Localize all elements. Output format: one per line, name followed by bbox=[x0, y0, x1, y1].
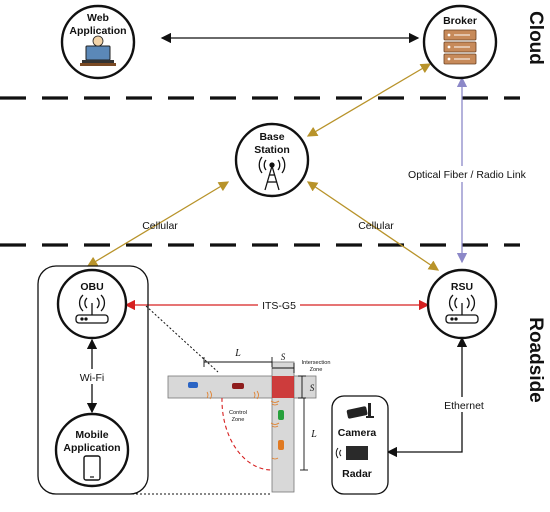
cellular-right-label: Cellular bbox=[358, 220, 394, 232]
phone-icon bbox=[83, 455, 101, 481]
link-basestation-rsu bbox=[306, 181, 440, 271]
vehicle-green bbox=[278, 410, 284, 420]
web-app-label-1: Web bbox=[87, 12, 109, 24]
radar-label: Radar bbox=[342, 468, 372, 480]
control-zone-label-2: Zone bbox=[232, 417, 245, 423]
zoom-line-top bbox=[145, 305, 219, 373]
base-station-node: Base Station bbox=[234, 122, 310, 198]
itsg5-label: ITS-G5 bbox=[262, 300, 296, 312]
person-laptop-icon bbox=[80, 35, 116, 66]
camera-icon bbox=[346, 403, 374, 419]
web-app-label-2: Application bbox=[69, 25, 126, 37]
intersection-diagram: L S S L Intersection Zone Control Zone bbox=[167, 348, 331, 493]
vehicle-signal-marks bbox=[206, 390, 280, 460]
ethernet-label: Ethernet bbox=[444, 400, 484, 412]
vehicle-container bbox=[37, 265, 149, 495]
intersection-zone-label-2: Zone bbox=[310, 367, 323, 373]
radar-icon bbox=[335, 446, 368, 460]
control-zone-label-1: Control bbox=[229, 410, 247, 416]
intersection-zone bbox=[272, 376, 294, 398]
antenna-tower-icon bbox=[258, 156, 286, 191]
mobile-application-node: Mobile Application bbox=[54, 412, 130, 488]
wifi-label: Wi-Fi bbox=[80, 372, 105, 384]
obu-node: OBU bbox=[56, 268, 128, 340]
vehicle-orange bbox=[278, 440, 284, 450]
optical-link-label: Optical Fiber / Radio Link bbox=[408, 169, 527, 181]
router-icon bbox=[445, 294, 479, 324]
router-icon bbox=[75, 294, 109, 324]
intersection-zone-label-1: Intersection bbox=[302, 360, 331, 366]
layer-label-cloud: Cloud bbox=[525, 11, 546, 65]
cellular-left-label: Cellular bbox=[142, 220, 178, 232]
vehicle-darkred bbox=[232, 383, 244, 389]
broker-label: Broker bbox=[443, 15, 477, 27]
link-rsu-sensors bbox=[386, 336, 468, 458]
server-icon bbox=[443, 29, 477, 65]
link-broker-basestation bbox=[306, 63, 432, 137]
base-station-label-2: Station bbox=[254, 144, 290, 156]
mobile-app-label-2: Application bbox=[63, 442, 120, 454]
base-station-label-1: Base bbox=[259, 131, 284, 143]
web-application-node: Web Application bbox=[60, 4, 136, 80]
layer-label-roadside: Roadside bbox=[525, 317, 546, 403]
mobile-app-label-1: Mobile bbox=[75, 429, 108, 441]
dim-label-S-side: S bbox=[310, 383, 315, 393]
camera-label: Camera bbox=[338, 427, 377, 439]
dim-label-L-v: L bbox=[310, 429, 317, 440]
control-zone-arc bbox=[221, 397, 273, 471]
sensor-group bbox=[331, 395, 389, 495]
broker-node: Broker bbox=[422, 4, 498, 80]
dim-label-L-h: L bbox=[234, 348, 241, 359]
link-basestation-obu bbox=[86, 181, 230, 267]
rsu-node: RSU bbox=[426, 268, 498, 340]
rsu-label: RSU bbox=[451, 281, 473, 293]
dim-label-S-top: S bbox=[281, 352, 286, 362]
obu-label: OBU bbox=[80, 281, 103, 293]
vehicle-blue bbox=[188, 382, 198, 388]
